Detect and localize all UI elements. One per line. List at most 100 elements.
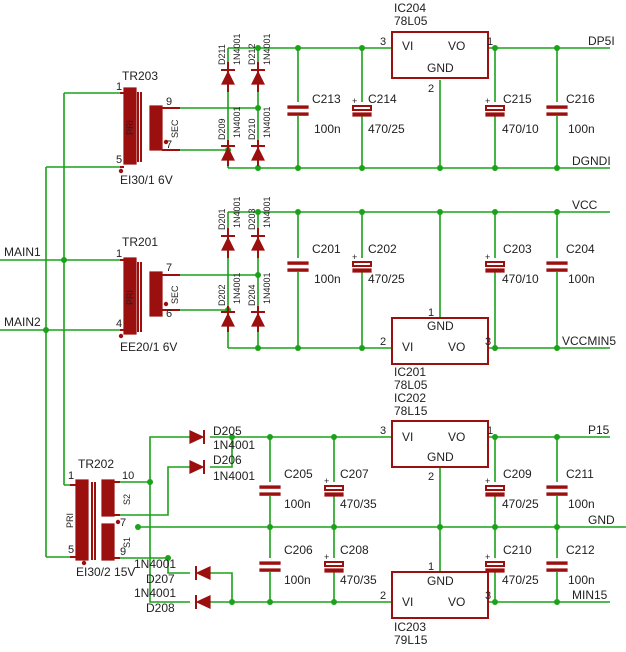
c207-name: C207 xyxy=(340,467,369,481)
c209-value: 470/25 xyxy=(502,497,539,511)
diode-d207 xyxy=(195,566,211,580)
ic203-pin1: 1 xyxy=(428,561,434,573)
tr202-s2-label: S2 xyxy=(122,494,132,505)
c214-plus: + xyxy=(352,96,357,106)
c210-name: C210 xyxy=(503,543,532,557)
d208-value: 1N4001 xyxy=(134,586,176,600)
ic201-pin3: 3 xyxy=(485,336,491,348)
c204-value: 100n xyxy=(568,272,595,286)
d201-name: D201 xyxy=(217,208,227,230)
tr201-name: TR201 xyxy=(122,235,158,249)
c215-plus: + xyxy=(485,96,490,106)
c210-value: 470/25 xyxy=(502,573,539,587)
tr202-s1-label: S1 xyxy=(122,537,132,548)
ic201-vi: VI xyxy=(402,340,413,354)
c212-name: C212 xyxy=(566,543,595,557)
c206-value: 100n xyxy=(284,573,311,587)
ic203-name: IC203 xyxy=(394,620,426,634)
c203-plus: + xyxy=(485,252,490,262)
ic203-pin3: 3 xyxy=(485,590,491,602)
tr202-pin10: 10 xyxy=(122,470,134,482)
d203-name: D203 xyxy=(247,208,257,230)
c215-name: C215 xyxy=(503,92,532,106)
regulator-ic203: GND VI VO 2 3 1 IC203 79L15 xyxy=(380,561,491,647)
diode-d206 xyxy=(189,460,205,474)
tr203-value: EI30/1 6V xyxy=(120,173,173,187)
tr202-pin1: 1 xyxy=(68,470,74,482)
diode-d204 xyxy=(251,306,265,332)
c202-plus: + xyxy=(352,252,357,262)
diode-d212 xyxy=(251,62,265,92)
ic201-value: 78L05 xyxy=(394,378,428,392)
tr202-name: TR202 xyxy=(78,457,114,471)
ic202-value: 78L15 xyxy=(394,404,428,418)
ic203-pin2: 2 xyxy=(380,590,386,602)
tr201-pin1: 1 xyxy=(116,248,122,260)
diode-d205 xyxy=(189,430,205,444)
cap-c208 xyxy=(324,558,344,573)
c212-value: 100n xyxy=(568,573,595,587)
ic202-vi: VI xyxy=(402,430,413,444)
ic204-gnd: GND xyxy=(427,61,454,75)
cap-c216 xyxy=(546,102,568,116)
ic203-value: 79L15 xyxy=(394,633,428,647)
net-vcc: VCC xyxy=(572,198,598,212)
cap-c202 xyxy=(352,258,372,273)
d204-name: D204 xyxy=(247,284,257,306)
diode-d209 xyxy=(221,140,235,166)
tr201-pin4: 4 xyxy=(116,318,122,330)
tr202-pri-label: PRI xyxy=(65,513,75,528)
c216-value: 100n xyxy=(568,122,595,136)
d205-name: D205 xyxy=(213,424,242,438)
ic201-vo: VO xyxy=(448,340,465,354)
ic203-vi: VI xyxy=(402,595,413,609)
ic204-pin2: 2 xyxy=(428,83,434,95)
c213-name: C213 xyxy=(312,92,341,106)
regulator-ic204: VI VO GND 3 1 2 IC204 78L05 xyxy=(380,1,493,95)
c214-value: 470/25 xyxy=(368,122,405,136)
diode-d210 xyxy=(251,140,265,166)
d206-name: D206 xyxy=(213,453,242,467)
ic204-vi: VI xyxy=(402,39,413,53)
d209-name: D209 xyxy=(217,118,227,140)
c203-value: 470/10 xyxy=(502,272,539,286)
net-dp5i: DP5I xyxy=(588,34,615,48)
ic201-pin2: 2 xyxy=(380,336,386,348)
diode-d201 xyxy=(221,228,235,258)
cap-c209 xyxy=(485,482,505,497)
cap-c206 xyxy=(259,558,281,572)
ic204-value: 78L05 xyxy=(394,14,428,28)
tr202-value: EI30/2 15V xyxy=(76,565,135,579)
c202-name: C202 xyxy=(368,242,397,256)
diode-d208 xyxy=(195,595,211,609)
c208-plus: + xyxy=(324,552,329,562)
ic204-name: IC204 xyxy=(394,1,426,15)
d201-value: 1N4001 xyxy=(232,196,242,228)
d203-value: 1N4001 xyxy=(262,196,272,228)
c208-value: 470/35 xyxy=(340,573,377,587)
cap-c201 xyxy=(287,258,309,272)
c211-value: 100n xyxy=(568,497,595,511)
diode-d211 xyxy=(221,62,235,92)
transformer-tr203: TR203 PRI SEC 1 5 9 7 EI30/1 6V xyxy=(116,69,180,187)
d206-value: 1N4001 xyxy=(213,469,255,483)
ic203-gnd: GND xyxy=(427,574,454,588)
c206-name: C206 xyxy=(284,543,313,557)
d202-name: D202 xyxy=(217,284,227,306)
tr202-pin5: 5 xyxy=(68,544,74,556)
ic202-pin1: 1 xyxy=(487,425,493,437)
c202-value: 470/25 xyxy=(368,272,405,286)
d204-value: 1N4001 xyxy=(262,272,272,304)
d208-name: D208 xyxy=(146,601,175,615)
net-main1: MAIN1 xyxy=(4,245,41,259)
bridge-diodes-2: D201 1N4001 D203 1N4001 D202 1N4001 D204… xyxy=(217,196,272,332)
diode-d203 xyxy=(251,228,265,258)
ic202-name: IC202 xyxy=(394,391,426,405)
c209-name: C209 xyxy=(503,467,532,481)
tr203-name: TR203 xyxy=(122,69,158,83)
c216-name: C216 xyxy=(566,92,595,106)
ic202-pin3: 3 xyxy=(380,425,386,437)
d212-value: 1N4001 xyxy=(262,33,272,65)
cap-c210 xyxy=(485,558,505,573)
